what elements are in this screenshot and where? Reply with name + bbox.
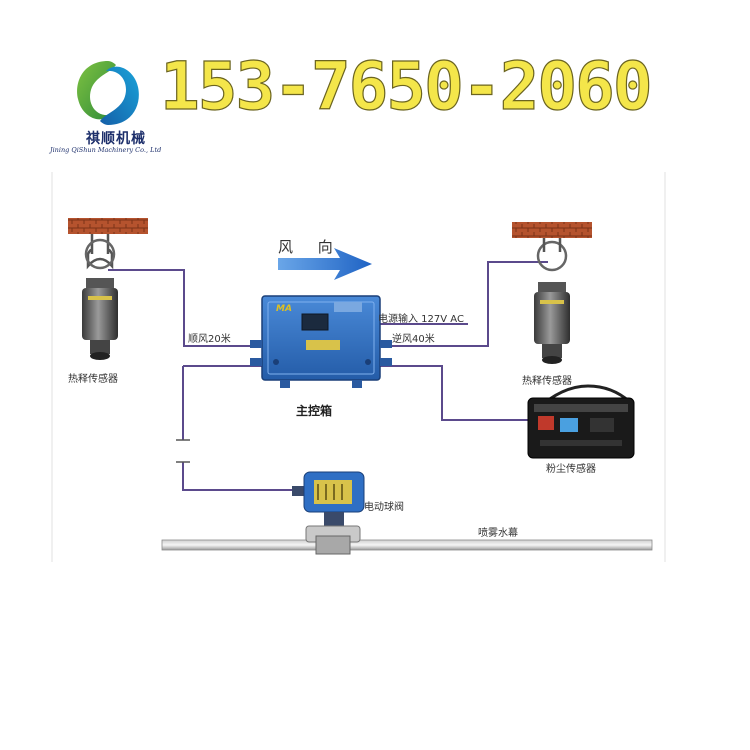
company-logo-icon	[77, 61, 139, 125]
wind-direction-label: 风 向	[278, 238, 343, 256]
spray-pipe	[161, 539, 653, 551]
logo-english-name: Jining QiShun Machinery Co., Ltd	[50, 146, 162, 154]
power-input-label: 电源输入 127V AC	[378, 314, 464, 325]
main-control-box-icon	[250, 295, 392, 388]
brick-ceiling-left	[68, 218, 148, 234]
heat-sensor-right-icon	[534, 238, 570, 364]
electric-ball-valve-icon	[292, 471, 365, 555]
brick-ceiling-right	[512, 222, 592, 238]
dust-sensor-label: 粉尘传感器	[546, 464, 596, 475]
control-wires	[108, 261, 548, 491]
logo-chinese-name: 祺顺机械	[86, 131, 146, 147]
downwind-distance-label: 顺风20米	[188, 334, 231, 345]
heat-sensor-right-label: 热释传感器	[522, 376, 572, 387]
wire-break-marks	[176, 439, 190, 463]
ball-valve-label: 电动球阀	[364, 502, 404, 513]
box-badge: MA	[276, 304, 292, 314]
wind-direction-arrow-icon	[278, 248, 372, 280]
dust-sensor-icon	[527, 384, 635, 459]
main-control-box-label: 主控箱	[296, 404, 333, 418]
heat-sensor-left-icon	[82, 234, 118, 360]
upwind-distance-label: 逆风40米	[392, 334, 435, 345]
heat-sensor-left-label: 热释传感器	[68, 374, 118, 385]
phone-number: 153-7650-2060	[159, 48, 653, 125]
spray-curtain-label: 喷雾水幕	[478, 528, 518, 539]
